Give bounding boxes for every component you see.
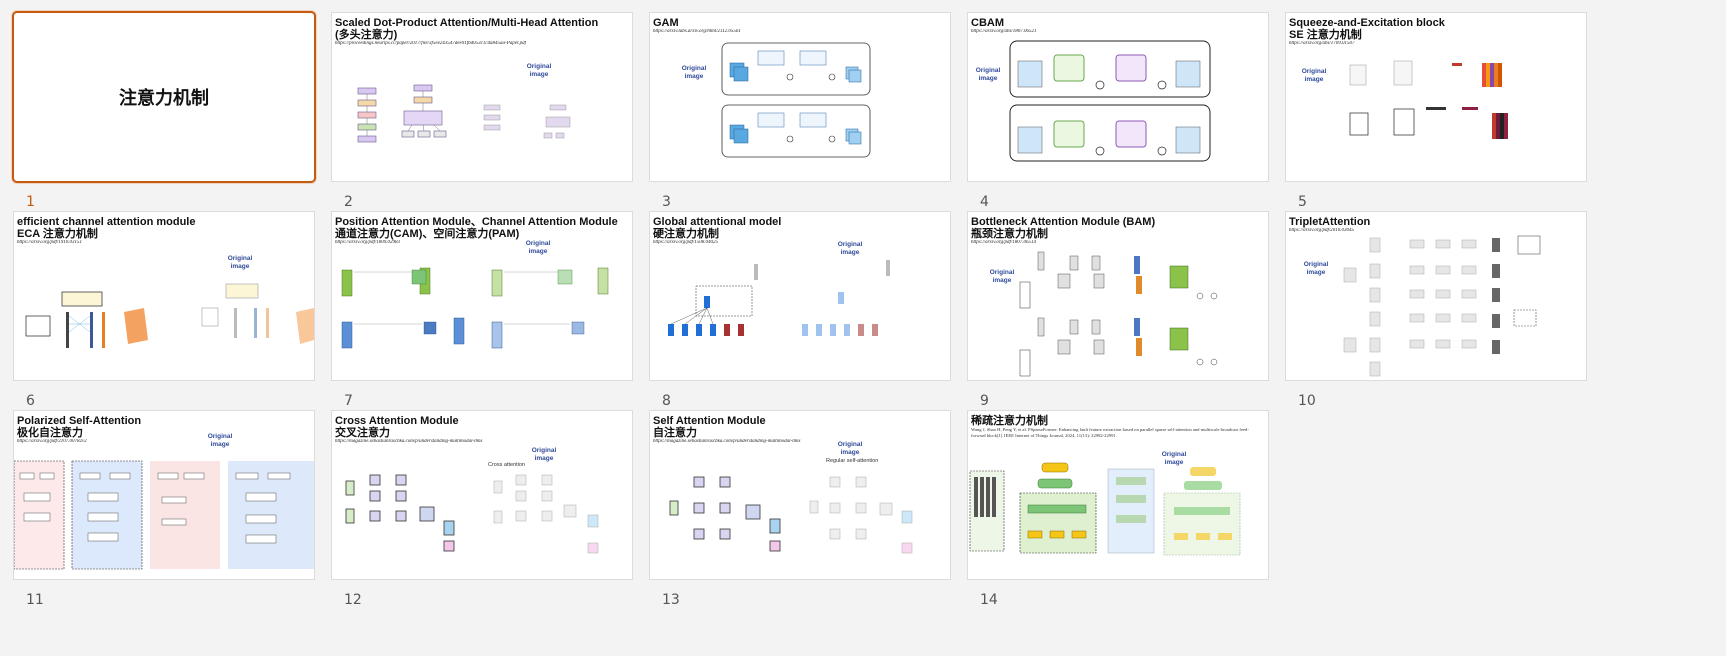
slide-thumbnail[interactable]: Position Attention Module、Channel Attent… <box>332 212 632 380</box>
slide-number: 9 <box>980 393 989 409</box>
global-attention-figure <box>668 260 890 336</box>
slide-thumbnail[interactable]: efficient channel attention module ECA 注… <box>14 212 314 380</box>
slide-title: 稀疏注意力机制 <box>971 415 1048 427</box>
slide-item-9[interactable]: Bottleneck Attention Module (BAM) 瓶颈注意力机… <box>968 212 1268 412</box>
slide-item-6[interactable]: efficient channel attention module ECA 注… <box>14 212 314 412</box>
cam-pam-diagram-figure <box>341 267 609 349</box>
slide-number: 4 <box>980 194 989 210</box>
slide-thumbnail[interactable]: CBAM https://arxiv.org/abs/1807.06521 Or… <box>968 13 1268 181</box>
slide-title: Bottleneck Attention Module (BAM) 瓶颈注意力机… <box>971 216 1156 240</box>
slide-reference: Wang J, Shao H, Peng Y, et al. PSparseFo… <box>971 427 1249 438</box>
slide-item-12[interactable]: Cross Attention Module 交叉注意力 https://mag… <box>332 411 632 611</box>
attention-diagram-figure <box>357 84 571 143</box>
slide-title: 注意力机制 <box>119 88 209 109</box>
slide-source-url: https://arxiv.org/pdf/1910.03151 <box>17 240 82 245</box>
slide-title: GAM <box>653 17 679 29</box>
figure-label: Regular self-attention <box>826 458 879 464</box>
slide-title: efficient channel attention module ECA 注… <box>17 216 196 240</box>
original-image-caption: Original image <box>227 255 253 270</box>
slide-item-5[interactable]: Squeeze-and-Excitation block SE 注意力机制 ht… <box>1286 13 1586 213</box>
slide-title: TripletAttention <box>1289 216 1371 228</box>
slide-source-url: https://arxiv.org/pdf/2107.00782v2 <box>17 439 87 444</box>
slide-source-url: https://arxiv.org/pdf/2010.03045 <box>1289 228 1354 233</box>
triplet-attention-figure <box>1343 235 1541 377</box>
original-image-caption: Original image <box>837 441 863 456</box>
polarized-self-attention-figure <box>14 460 314 570</box>
slide-number: 5 <box>1298 194 1307 210</box>
slide-number: 7 <box>344 393 353 409</box>
slide-title: Global attentional model 硬注意力机制 <box>653 216 782 240</box>
cross-attention-figure <box>345 474 599 554</box>
slide-source-url: https://magazine.sebastianraschka.com/p/… <box>653 439 801 444</box>
slide-item-7[interactable]: Position Attention Module、Channel Attent… <box>332 212 632 412</box>
slide-number: 10 <box>1298 393 1316 409</box>
slide-number: 3 <box>662 194 671 210</box>
bam-diagram-figure <box>1019 251 1218 377</box>
original-image-caption: Original image <box>1161 451 1187 466</box>
slide-title: CBAM <box>971 17 1004 29</box>
slide-title: Scaled Dot-Product Attention/Multi-Head … <box>335 17 599 41</box>
slide-item-11[interactable]: Polarized Self-Attention 极化自注意力 https://… <box>14 411 314 611</box>
slide-source-url: https://magazine.sebastianraschka.com/p/… <box>335 439 483 444</box>
slide-thumbnail[interactable]: Cross Attention Module 交叉注意力 https://mag… <box>332 411 632 579</box>
original-image-caption: Original image <box>207 433 233 448</box>
figure-label: Cross attention <box>488 462 525 468</box>
original-image-caption: Original image <box>989 269 1015 284</box>
slide-number: 1 <box>26 194 35 210</box>
original-image-caption: Original image <box>975 67 1001 82</box>
slide-thumbnail[interactable]: Squeeze-and-Excitation block SE 注意力机制 ht… <box>1286 13 1586 181</box>
slide-source-url: https://arxiv.org/pdf/1809.02983 <box>335 240 400 245</box>
slide-number: 2 <box>344 194 353 210</box>
slide-number: 12 <box>344 592 362 608</box>
slide-source-url: https://proceedings.neurips.cc/paper/201… <box>335 41 527 46</box>
slide-thumbnail[interactable]: Scaled Dot-Product Attention/Multi-Head … <box>332 13 632 181</box>
slide-number: 6 <box>26 393 35 409</box>
slide-item-1[interactable]: 注意力机制 1 <box>14 13 314 213</box>
slide-title: Cross Attention Module 交叉注意力 <box>335 415 459 439</box>
original-image-caption: Original image <box>531 447 557 462</box>
slide-thumbnail[interactable]: 注意力机制 <box>14 13 314 181</box>
slide-item-2[interactable]: Scaled Dot-Product Attention/Multi-Head … <box>332 13 632 213</box>
slide-number: 8 <box>662 393 671 409</box>
slide-item-4[interactable]: CBAM https://arxiv.org/abs/1807.06521 Or… <box>968 13 1268 213</box>
slide-number: 14 <box>980 592 998 608</box>
slide-number: 13 <box>662 592 680 608</box>
eca-diagram-figure <box>25 283 314 348</box>
slide-item-10[interactable]: TripletAttention https://arxiv.org/pdf/2… <box>1286 212 1586 412</box>
sparse-attention-figure <box>969 462 1241 556</box>
slide-title: Position Attention Module、Channel Attent… <box>335 216 618 240</box>
slide-item-8[interactable]: Global attentional model 硬注意力机制 https://… <box>650 212 950 412</box>
slide-title: Squeeze-and-Excitation block SE 注意力机制 <box>1289 17 1445 41</box>
slide-source-url: https://arxiv.org/abs/1709.01507 <box>1289 41 1355 46</box>
se-block-figure <box>1349 60 1508 139</box>
self-attention-figure <box>669 476 913 554</box>
original-image-caption: Original image <box>837 241 863 256</box>
slide-thumbnail[interactable]: GAM https://arxiv.labs.arxiv.org/html/21… <box>650 13 950 181</box>
slide-title: Self Attention Module 自注意力 <box>653 415 766 439</box>
original-image-caption: Original image <box>681 65 707 80</box>
slide-thumbnail[interactable]: Polarized Self-Attention 极化自注意力 https://… <box>14 411 314 579</box>
cbam-diagram-figure <box>1009 40 1211 162</box>
slide-source-url: https://arxiv.labs.arxiv.org/html/2112.0… <box>653 29 741 34</box>
slide-source-url: https://arxiv.org/pdf/1807.06514 <box>971 240 1036 245</box>
slide-number: 11 <box>26 592 44 608</box>
slide-item-14[interactable]: 稀疏注意力机制 Wang J, Shao H, Peng Y, et al. P… <box>968 411 1268 611</box>
slide-thumbnail[interactable]: Self Attention Module 自注意力 https://magaz… <box>650 411 950 579</box>
gam-diagram-figure <box>721 42 871 158</box>
original-image-caption: Original image <box>1301 68 1327 83</box>
slide-title: Polarized Self-Attention 极化自注意力 <box>17 415 142 439</box>
original-image-caption: Original image <box>525 240 551 255</box>
slide-thumbnail[interactable]: TripletAttention https://arxiv.org/pdf/2… <box>1286 212 1586 380</box>
slide-thumbnail[interactable]: Bottleneck Attention Module (BAM) 瓶颈注意力机… <box>968 212 1268 380</box>
slide-source-url: https://arxiv.org/pdf/1508.04025 <box>653 240 718 245</box>
slide-thumbnail[interactable]: Global attentional model 硬注意力机制 https://… <box>650 212 950 380</box>
slide-thumbnail[interactable]: 稀疏注意力机制 Wang J, Shao H, Peng Y, et al. P… <box>968 411 1268 579</box>
slide-item-3[interactable]: GAM https://arxiv.labs.arxiv.org/html/21… <box>650 13 950 213</box>
original-image-caption: Original image <box>1303 261 1329 276</box>
slide-item-13[interactable]: Self Attention Module 自注意力 https://magaz… <box>650 411 950 611</box>
slide-source-url: https://arxiv.org/abs/1807.06521 <box>971 29 1037 34</box>
original-image-caption: Original image <box>526 63 552 78</box>
